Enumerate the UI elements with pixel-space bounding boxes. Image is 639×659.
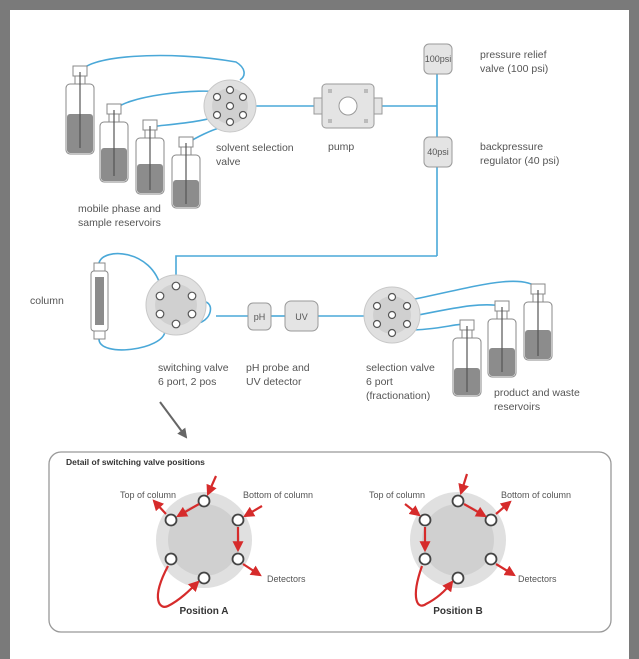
detectors-label-1: pH probe and <box>246 362 310 374</box>
valve-position-b <box>404 473 516 607</box>
backpressure-label-2: regulator (40 psi) <box>480 155 559 167</box>
ph-tag: pH <box>254 312 266 322</box>
reservoir-bottles-product <box>452 283 553 397</box>
pump-icon <box>313 83 383 129</box>
bottle-icon <box>171 136 201 209</box>
selection-valve <box>363 286 421 344</box>
pressure-relief-valve: 100psi <box>423 43 453 75</box>
column-icon <box>90 262 109 340</box>
solvent-valve-label-1: solvent selection <box>216 142 294 154</box>
detail-title: Detail of switching valve positions <box>66 457 205 467</box>
switching-valve-label-2: 6 port, 2 pos <box>158 376 216 388</box>
bottle-icon <box>452 319 482 397</box>
position-b-top-of-column: Top of column <box>369 490 425 500</box>
bottle-icon <box>135 119 165 195</box>
position-a-top-of-column: Top of column <box>120 490 176 500</box>
position-a-bottom-of-column: Bottom of column <box>243 490 313 500</box>
detail-pointer-arrow <box>159 401 188 439</box>
solvent-selection-valve <box>203 79 257 133</box>
bottle-icon <box>99 103 129 183</box>
selection-valve-label-3: (fractionation) <box>366 390 430 402</box>
position-a-caption: Position A <box>179 606 228 617</box>
pressure-relief-label-2: valve (100 psi) <box>480 63 548 75</box>
valve-position-a <box>152 475 263 608</box>
detectors-label-2: UV detector <box>246 376 302 388</box>
reservoirs-label-2: sample reservoirs <box>78 217 161 229</box>
backpressure-regulator: 40psi <box>423 136 453 168</box>
switching-valve <box>145 274 207 336</box>
position-a-detectors: Detectors <box>267 574 306 584</box>
ph-probe: pH <box>247 302 272 331</box>
reservoirs-label-1: mobile phase and <box>78 203 161 215</box>
product-waste-label-2: reservoirs <box>494 401 540 413</box>
backpressure-tag: 40psi <box>427 147 449 157</box>
switching-valve-label-1: switching valve <box>158 362 229 374</box>
solvent-valve-label-2: valve <box>216 156 241 168</box>
relief-tag: 100psi <box>425 54 452 64</box>
pump-label: pump <box>328 141 354 153</box>
uv-tag: UV <box>295 312 308 322</box>
bottle-icon <box>523 283 553 361</box>
position-b-caption: Position B <box>433 606 482 617</box>
product-waste-label-1: product and waste <box>494 387 580 399</box>
reservoir-bottles-mobile <box>65 65 201 209</box>
position-b-detectors: Detectors <box>518 574 557 584</box>
detail-box <box>48 451 612 633</box>
bottle-icon <box>487 300 517 378</box>
uv-detector: UV <box>284 300 319 332</box>
selection-valve-label-1: selection valve <box>366 362 435 374</box>
pressure-relief-label-1: pressure relief <box>480 49 547 61</box>
selection-valve-label-2: 6 port <box>366 376 393 388</box>
backpressure-label-1: backpressure <box>480 141 543 153</box>
position-b-bottom-of-column: Bottom of column <box>501 490 571 500</box>
column-label: column <box>30 295 64 307</box>
bottle-icon <box>65 65 95 155</box>
